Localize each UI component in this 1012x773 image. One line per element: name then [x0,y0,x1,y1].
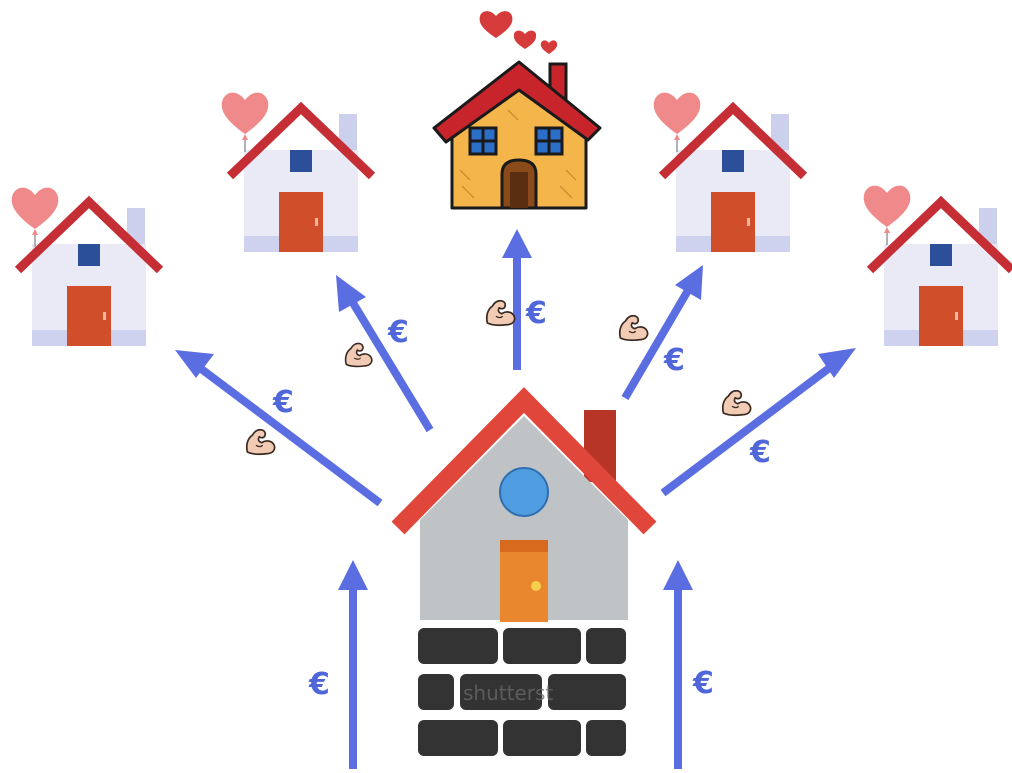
euro-symbol-far-left: € [272,385,294,420]
arrow-to-house-far-left [175,350,380,503]
central-house [398,400,650,622]
euro-symbol-incoming-right: € [692,666,714,701]
flexed-arm-icon [620,316,648,340]
cartoon-house [434,11,600,208]
arrow-incoming-left [338,560,368,769]
arrow-incoming-right [663,560,693,769]
euro-symbol-far-right: € [749,435,771,470]
euro-symbol-left: € [387,315,409,350]
house-far-right [864,186,1012,346]
euro-symbol-center: € [525,296,547,331]
house-far-left [12,188,160,346]
hearts-icon [480,11,558,54]
flexed-arm-icon [723,391,751,415]
flexed-arm-icon [487,301,515,325]
euro-symbol-incoming-left: € [308,667,330,702]
flexed-arm-icon [346,343,372,366]
house-right [654,93,804,252]
watermark-text: shutterst [463,681,553,705]
arrow-to-house-far-right [663,348,856,493]
house-left [222,93,372,252]
euro-symbol-right: € [663,343,685,378]
flexed-arm-icon [247,430,275,454]
